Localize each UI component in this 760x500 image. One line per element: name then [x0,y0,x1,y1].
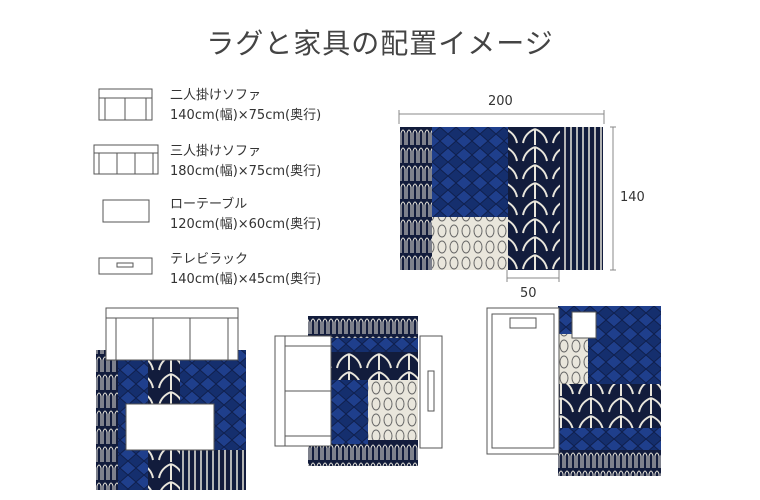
page-title: ラグと家具の配置イメージ [206,27,554,60]
rug-main [400,127,603,270]
legend-name: 三人掛けソファ [170,144,262,159]
layout-sofa-tv [274,316,443,466]
tv-rack-icon [98,257,153,275]
legend-name: テレビラック [170,252,249,267]
low-table [125,403,215,451]
small-side-box [571,311,597,339]
three-seat-sofa-icon [93,144,159,175]
legend-name: 二人掛けソファ [170,88,262,103]
layout-sofa-bed [486,306,661,476]
two-seat-sofa-icon [98,88,153,121]
rug-height-label: 140 [620,190,645,205]
rug-width-label: 200 [488,94,513,109]
two-seat-sofa [274,335,332,447]
legend-size: 120cm(幅)×60cm(奥行) [170,217,322,232]
panel-width-label: 50 [520,286,537,301]
three-seat-sofa [105,307,239,361]
layout-living-sofa-table [96,307,246,490]
tv-rack [419,335,443,449]
legend-size: 180cm(幅)×75cm(奥行) [170,164,322,179]
low-table-icon [102,199,150,223]
sofa-top-view [486,307,560,455]
legend-size: 140cm(幅)×45cm(奥行) [170,272,322,287]
legend-size: 140cm(幅)×75cm(奥行) [170,108,322,123]
legend-name: ローテーブル [170,197,248,212]
